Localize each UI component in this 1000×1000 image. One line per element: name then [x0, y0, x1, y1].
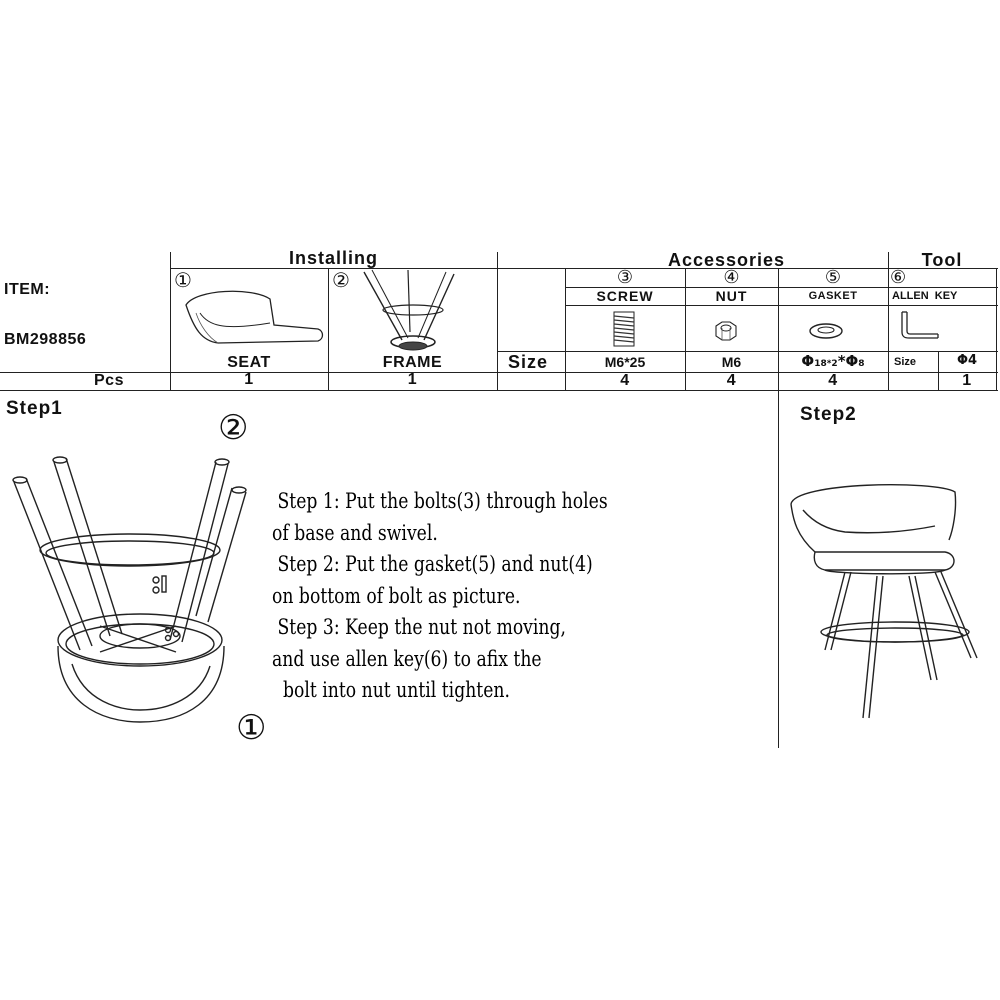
section-installing: Installing	[288, 248, 378, 268]
seat-illustration	[185, 290, 324, 344]
seat-pcs: 1	[244, 371, 254, 388]
instruction-line: Step 3: Keep the nut not moving,	[272, 615, 567, 639]
step1-title: Step1	[6, 398, 63, 419]
allen-key-label: ALLEN KEY	[892, 290, 958, 302]
instruction-line: Step 1: Put the bolts(3) through holes	[272, 489, 608, 513]
allen-key-pcs: 1	[962, 372, 972, 389]
steps-divider	[778, 390, 779, 748]
seat-label: SEAT	[227, 354, 271, 371]
nut-pcs: 4	[726, 372, 737, 389]
screw-size: M6*25	[604, 354, 646, 370]
screw-pcs: 4	[620, 372, 630, 389]
item-label: ITEM:	[4, 281, 51, 298]
gasket-pcs: 4	[828, 372, 838, 389]
step2-title: Step2	[800, 404, 857, 425]
frame-pcs: 1	[407, 371, 418, 388]
gasket-number: ⑤	[824, 267, 842, 288]
nut-size: M6	[721, 354, 742, 370]
screw-number: ③	[616, 267, 634, 288]
instruction-line: Step 2: Put the gasket(5) and nut(4)	[272, 552, 593, 576]
instruction-line: on bottom of bolt as picture.	[272, 583, 521, 608]
frame-label: FRAME	[382, 354, 443, 371]
model-number: BM298856	[4, 331, 87, 348]
screw-icon	[613, 311, 635, 347]
gasket-label: GASKET	[808, 290, 858, 302]
instructions: Step 1: Put the bolts(3) through holes of…	[272, 486, 657, 707]
screw-label: SCREW	[596, 288, 654, 304]
nut-label: NUT	[715, 288, 748, 304]
instruction-line: and use allen key(6) to afix the	[272, 646, 542, 671]
allen-key-size-label: Size	[894, 356, 917, 368]
allen-key-size: Φ4	[956, 353, 978, 368]
size-label: Size	[508, 352, 549, 372]
nut-number: ④	[723, 267, 740, 288]
frame-illustration	[363, 269, 455, 351]
section-accessories: Accessories	[667, 250, 786, 270]
gasket-icon	[809, 323, 843, 339]
seat-number: ①	[174, 268, 192, 292]
instruction-line: bolt into nut until tighten.	[272, 678, 510, 702]
pcs-label: Pcs	[94, 372, 124, 389]
step2-stool-illustration	[790, 484, 978, 719]
nut-icon	[715, 321, 737, 341]
step1-stool-illustration	[12, 456, 247, 723]
frame-number: ②	[332, 268, 350, 292]
allen-key-number: ⑥	[890, 267, 907, 288]
allen-key-icon	[901, 311, 939, 339]
callout-frame: ②	[218, 408, 249, 448]
callout-seat: ①	[236, 708, 267, 748]
instruction-line: of base and swivel.	[272, 520, 438, 545]
gasket-size: Φ18*2*Φ8	[801, 352, 865, 370]
section-tool: Tool	[921, 250, 963, 270]
